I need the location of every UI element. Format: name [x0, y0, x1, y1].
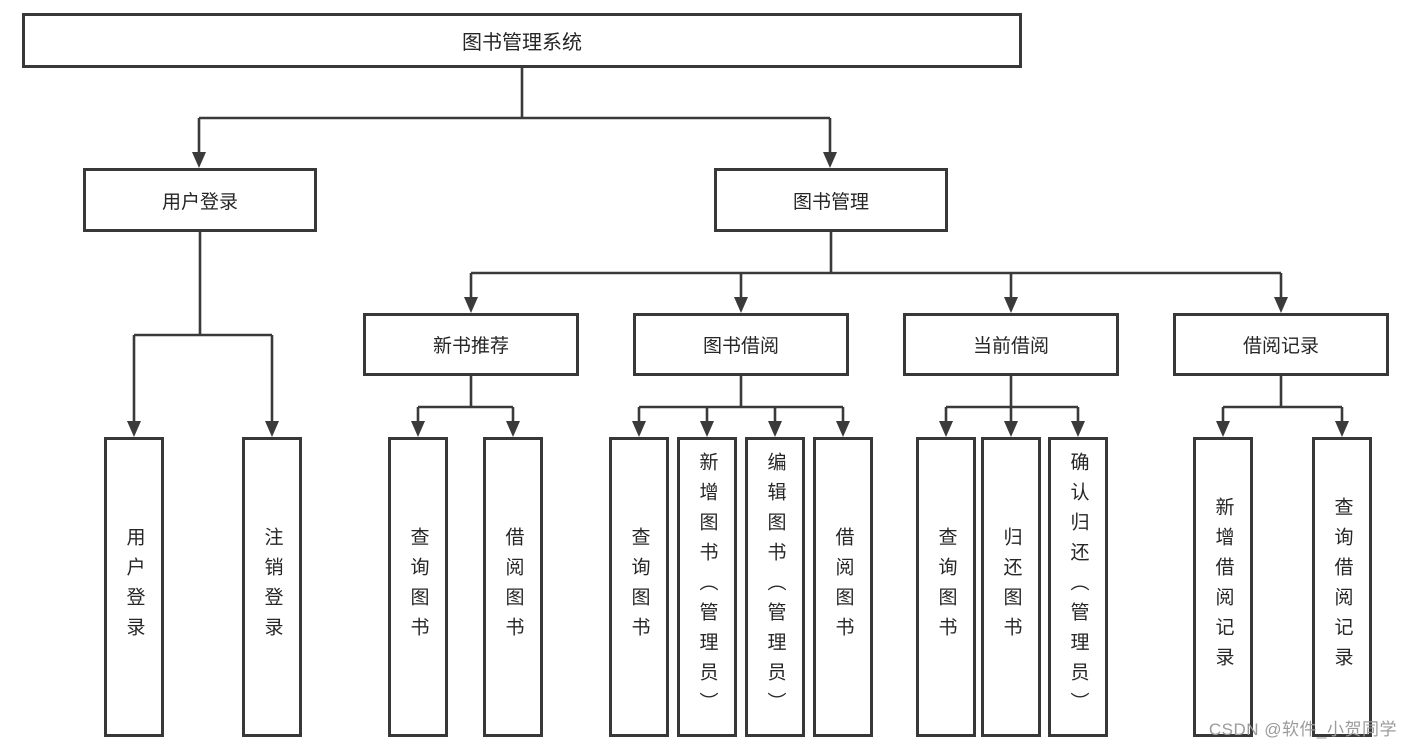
leaf-query-book-borrow: 查询图书	[609, 437, 669, 737]
node-label: 图书借阅	[702, 336, 779, 357]
node-user-login: 用户登录	[83, 168, 317, 232]
leaf-user-login: 用户登录	[104, 437, 164, 737]
leaf-query-book-recommend: 查询图书	[388, 437, 448, 737]
csdn-watermark: CSDN @软件_小贺同学	[1208, 720, 1397, 739]
leaf-add-book-admin: 新增图书（管理员）	[677, 437, 737, 737]
arrowheads	[127, 152, 1349, 437]
node-label: 当前借阅	[972, 336, 1049, 357]
leaf-borrow-book: 借阅图书	[813, 437, 873, 737]
node-library-management-system: 图书管理系统	[22, 13, 1022, 68]
node-book-borrow: 图书借阅	[633, 313, 849, 376]
node-label: 用户登录	[161, 191, 238, 213]
node-label: 借阅记录	[1242, 336, 1319, 357]
leaf-query-book-current: 查询图书	[916, 437, 976, 737]
node-new-book-recommend: 新书推荐	[363, 313, 579, 376]
node-borrow-record: 借阅记录	[1173, 313, 1389, 376]
node-label: 图书管理系统	[462, 32, 582, 54]
node-current-borrow: 当前借阅	[903, 313, 1119, 376]
leaf-query-borrow-record: 查询借阅记录	[1312, 437, 1372, 737]
node-label: 图书管理	[792, 191, 869, 213]
leaf-confirm-return-admin: 确认归还（管理员）	[1048, 437, 1108, 737]
leaf-edit-book-admin: 编辑图书（管理员）	[745, 437, 805, 737]
leaf-logout-login: 注销登录	[242, 437, 302, 737]
node-book-management: 图书管理	[714, 168, 948, 232]
leaf-add-borrow-record: 新增借阅记录	[1193, 437, 1253, 737]
leaf-return-book: 归还图书	[981, 437, 1041, 737]
node-label: 新书推荐	[432, 336, 509, 357]
leaf-borrow-book-recommend: 借阅图书	[483, 437, 543, 737]
